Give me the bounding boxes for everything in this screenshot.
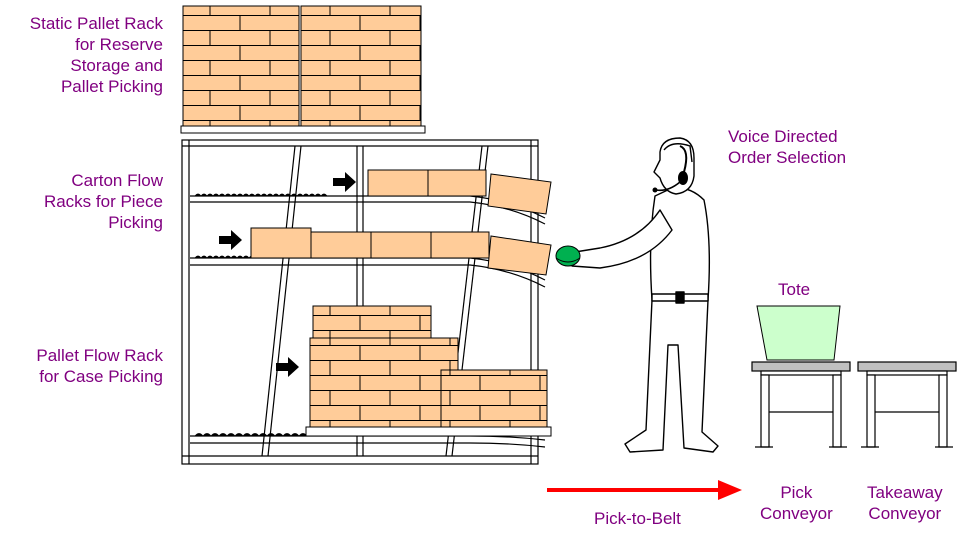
tote-label: Tote	[778, 280, 811, 299]
carton	[487, 235, 552, 276]
carton	[367, 169, 429, 197]
pick-conveyor	[751, 361, 851, 448]
carton	[310, 231, 372, 259]
carton	[487, 173, 552, 215]
carton-flow-shelf-2	[190, 227, 552, 288]
carton	[430, 231, 490, 259]
carton	[370, 231, 432, 259]
case-stack	[309, 337, 459, 429]
pick-to-belt-label: Pick-to-Belt	[594, 509, 681, 528]
tote	[756, 305, 841, 361]
voice-directed-label: Voice Directed Order Selection	[728, 127, 847, 167]
handheld-scanner-icon	[555, 245, 581, 267]
takeaway-conveyor	[857, 361, 957, 448]
carton-flow-label: Carton Flow Racks for Piece Picking	[43, 171, 163, 232]
right-arrow-icon	[219, 172, 356, 377]
headset-icon	[652, 145, 688, 193]
pallet-load-left	[182, 5, 300, 127]
pallet-flow-label: Pallet Flow Rack for Case Picking	[36, 346, 163, 386]
carton-flow-shelf-1	[190, 169, 552, 225]
pallet-flow-shelf	[190, 305, 552, 448]
pick-conveyor-label: Pick Conveyor	[760, 483, 833, 523]
takeaway-conveyor-label: Takeaway Conveyor	[867, 483, 943, 523]
pallet	[305, 426, 552, 437]
static-pallet-rack	[180, 5, 426, 134]
pick-to-belt-arrow	[547, 480, 742, 500]
case-stack	[312, 305, 432, 341]
carton	[250, 227, 312, 259]
static-pallet-rack-label: Static Pallet Rack for Reserve Storage a…	[29, 14, 163, 96]
order-picker-figure	[571, 137, 719, 453]
case-stack	[440, 369, 548, 429]
pallet-load-right	[300, 5, 422, 127]
carton	[427, 169, 487, 197]
pallet-base	[180, 125, 426, 134]
